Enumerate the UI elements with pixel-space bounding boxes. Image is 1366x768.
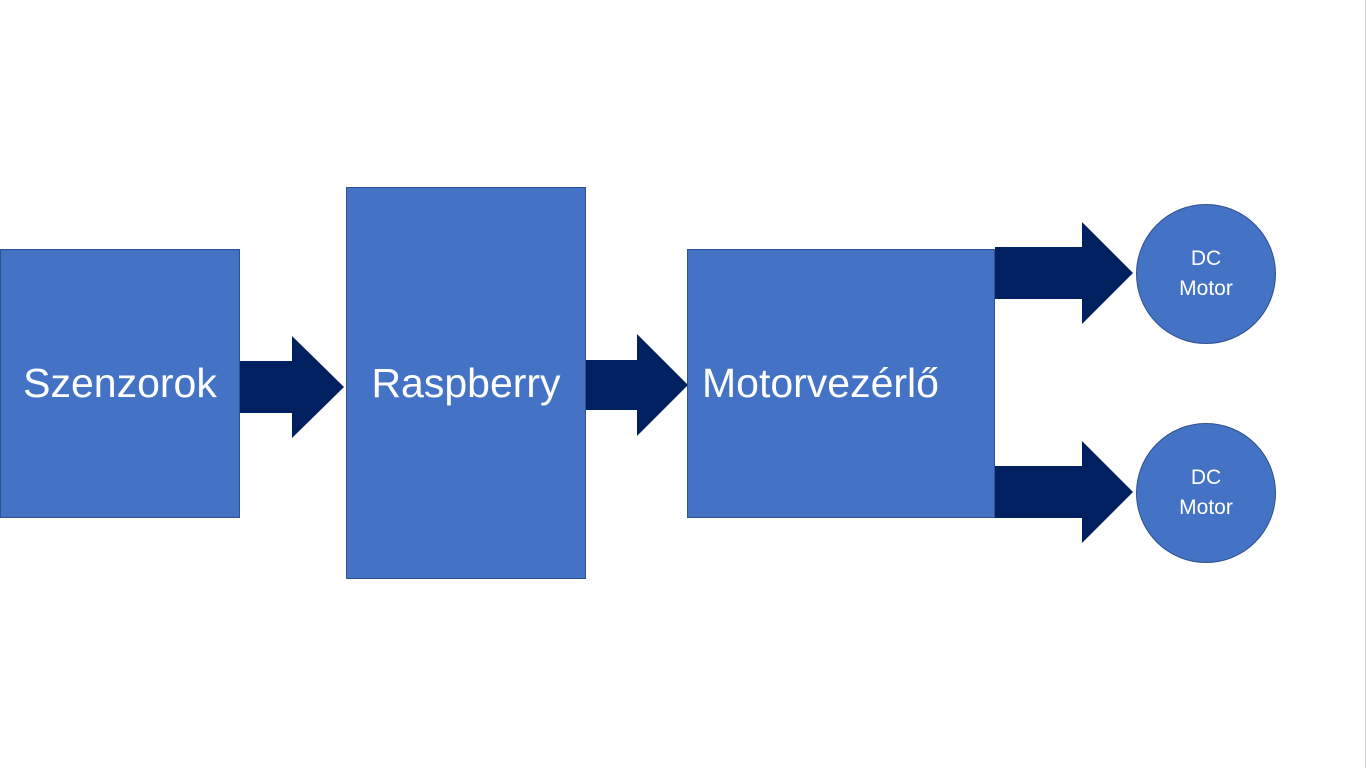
arrow-raspberry-to-controller — [586, 334, 688, 436]
arrow-sensors-to-raspberry — [240, 336, 344, 438]
dc-motor-top-line2: Motor — [1179, 277, 1233, 300]
dc-motor-bottom: DC Motor — [1136, 423, 1276, 563]
raspberry-block: Raspberry — [346, 187, 586, 579]
raspberry-label: Raspberry — [371, 359, 561, 406]
motor-controller-block: Motorvezérlő — [687, 249, 995, 518]
arrow-controller-to-motor-bottom — [995, 441, 1133, 543]
motor-controller-label: Motorvezérlő — [702, 360, 939, 406]
dc-motor-bottom-line2: Motor — [1179, 496, 1233, 519]
dc-motor-bottom-line1: DC — [1190, 466, 1222, 489]
dc-motor-top-line1: DC — [1190, 247, 1222, 270]
dc-motor-top: DC Motor — [1136, 204, 1276, 344]
arrow-controller-to-motor-top — [995, 222, 1133, 324]
sensors-block: Szenzorok — [0, 249, 240, 518]
sensors-label: Szenzorok — [23, 360, 217, 406]
